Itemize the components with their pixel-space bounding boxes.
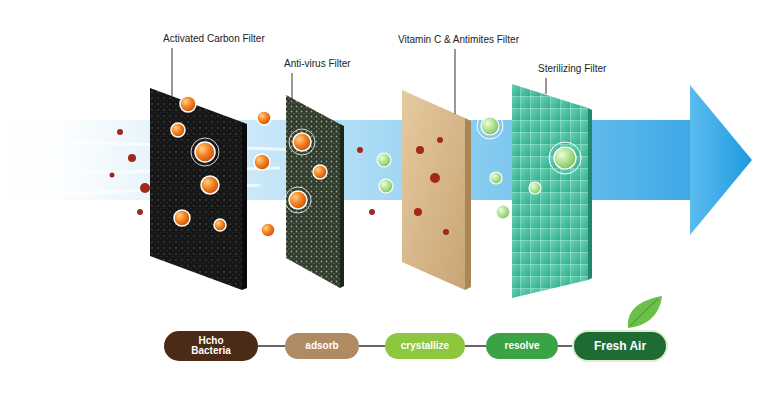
process-pill: resolve (486, 333, 558, 359)
pill-text: adsorb (305, 341, 338, 352)
connector-line (359, 345, 385, 347)
filter-name: Activated Carbon Filter (163, 33, 265, 45)
process-pill: Fresh Air (572, 330, 668, 362)
pill-text: Hcho Bacteria (183, 336, 239, 357)
filter-name: Sterilizing Filter (538, 63, 606, 75)
process-pill: crystallize (385, 333, 465, 359)
pill-text: crystallize (401, 341, 449, 352)
connector-line (465, 345, 486, 347)
connector-line (258, 345, 285, 347)
connector-line (558, 345, 572, 347)
process-pill: Hcho Bacteria (164, 331, 258, 361)
pill-text: resolve (504, 341, 539, 352)
pill-text: Fresh Air (594, 340, 646, 353)
filter-name: Anti-virus Filter (284, 58, 351, 70)
process-pill: adsorb (285, 333, 359, 359)
filter-name: Vitamin C & Antimites Filter (398, 34, 519, 46)
